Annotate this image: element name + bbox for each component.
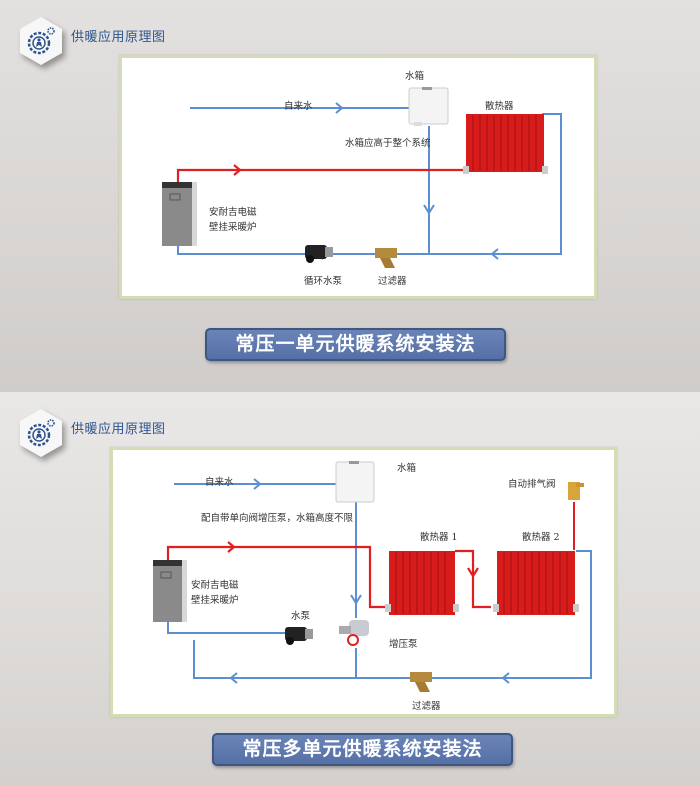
label-water-pump: 水泵	[291, 611, 311, 622]
flow-arrow	[350, 594, 362, 605]
booster-pump-icon	[339, 620, 369, 646]
air-valve-icon	[568, 482, 584, 500]
flow-arrow	[490, 248, 499, 260]
banner-single-unit: 常压一单元供暖系统安装法	[205, 328, 506, 361]
label-water-tank: 水箱	[397, 463, 417, 474]
gear-person-icon	[20, 409, 62, 457]
section-title-2: 供暖应用原理图	[71, 422, 166, 437]
label-air-valve: 自动排气阀	[508, 479, 556, 490]
banner-multi-unit: 常压多单元供暖系统安装法	[212, 733, 513, 766]
label-boiler-line2: 壁挂采暖炉	[209, 222, 257, 233]
flow-arrow	[467, 567, 479, 579]
radiator-link-pipe	[455, 549, 491, 609]
hot-supply-pipe	[166, 545, 388, 609]
label-water-tank: 水箱	[405, 71, 425, 82]
boiler-icon	[153, 560, 187, 622]
radiator-icon	[463, 114, 548, 174]
header-logo-1	[18, 16, 64, 66]
label-radiator-2: 散热器 2	[522, 532, 560, 543]
label-boiler: 安耐吉电磁	[191, 580, 239, 591]
flow-arrow	[335, 102, 344, 114]
filter-icon	[410, 672, 432, 692]
section-title-1: 供暖应用原理图	[71, 30, 166, 45]
flow-arrow	[501, 672, 510, 684]
boiler-return-pipe	[167, 620, 286, 634]
flow-arrow	[423, 204, 435, 215]
gear-person-icon	[20, 17, 62, 65]
label-tap-water: 自来水	[284, 101, 313, 112]
label-radiator-1: 散热器 1	[420, 532, 458, 543]
return-pipe	[193, 550, 592, 679]
label-tank-note: 配自带单向阀增压泵，水箱高度不限	[201, 513, 354, 524]
boiler-icon	[162, 182, 197, 246]
flow-arrow	[229, 672, 238, 684]
label-radiator: 散热器	[485, 101, 514, 112]
label-filter: 过滤器	[412, 701, 441, 712]
label-tank-note: 水箱应高于整个系统	[345, 138, 431, 149]
water-tank-icon	[408, 87, 449, 126]
diagram-single-unit: 水箱 自来水 水箱应高于整个系统 散热器 安耐吉电磁 壁挂采暖炉 循环水泵 过滤…	[119, 55, 597, 299]
header-logo-2	[18, 408, 64, 458]
label-filter: 过滤器	[378, 276, 407, 287]
return-pipe	[177, 113, 562, 255]
pipe-layout-1	[162, 87, 562, 268]
flow-arrow	[233, 164, 242, 176]
label-tap-water: 自来水	[205, 477, 234, 488]
radiator-2-icon	[493, 551, 579, 615]
water-pump-icon	[285, 627, 313, 645]
hot-supply-pipe	[176, 168, 474, 183]
label-booster-pump: 增压泵	[389, 639, 418, 650]
flow-arrow	[253, 478, 262, 490]
label-boiler: 安耐吉电磁	[209, 207, 257, 218]
pipe-layout-2	[153, 461, 592, 692]
circulation-pump-icon	[305, 245, 333, 263]
radiator-1-icon	[385, 551, 459, 615]
water-tank-icon	[335, 461, 375, 503]
label-circulation-pump: 循环水泵	[304, 276, 343, 287]
filter-icon	[375, 248, 397, 268]
label-boiler-line2: 壁挂采暖炉	[191, 595, 239, 606]
diagram-multi-unit: 水箱 自来水 配自带单向阀增压泵，水箱高度不限 自动排气阀 散热器 1 散热器 …	[110, 447, 617, 717]
flow-arrow	[227, 541, 236, 553]
panel-divider	[0, 389, 700, 393]
